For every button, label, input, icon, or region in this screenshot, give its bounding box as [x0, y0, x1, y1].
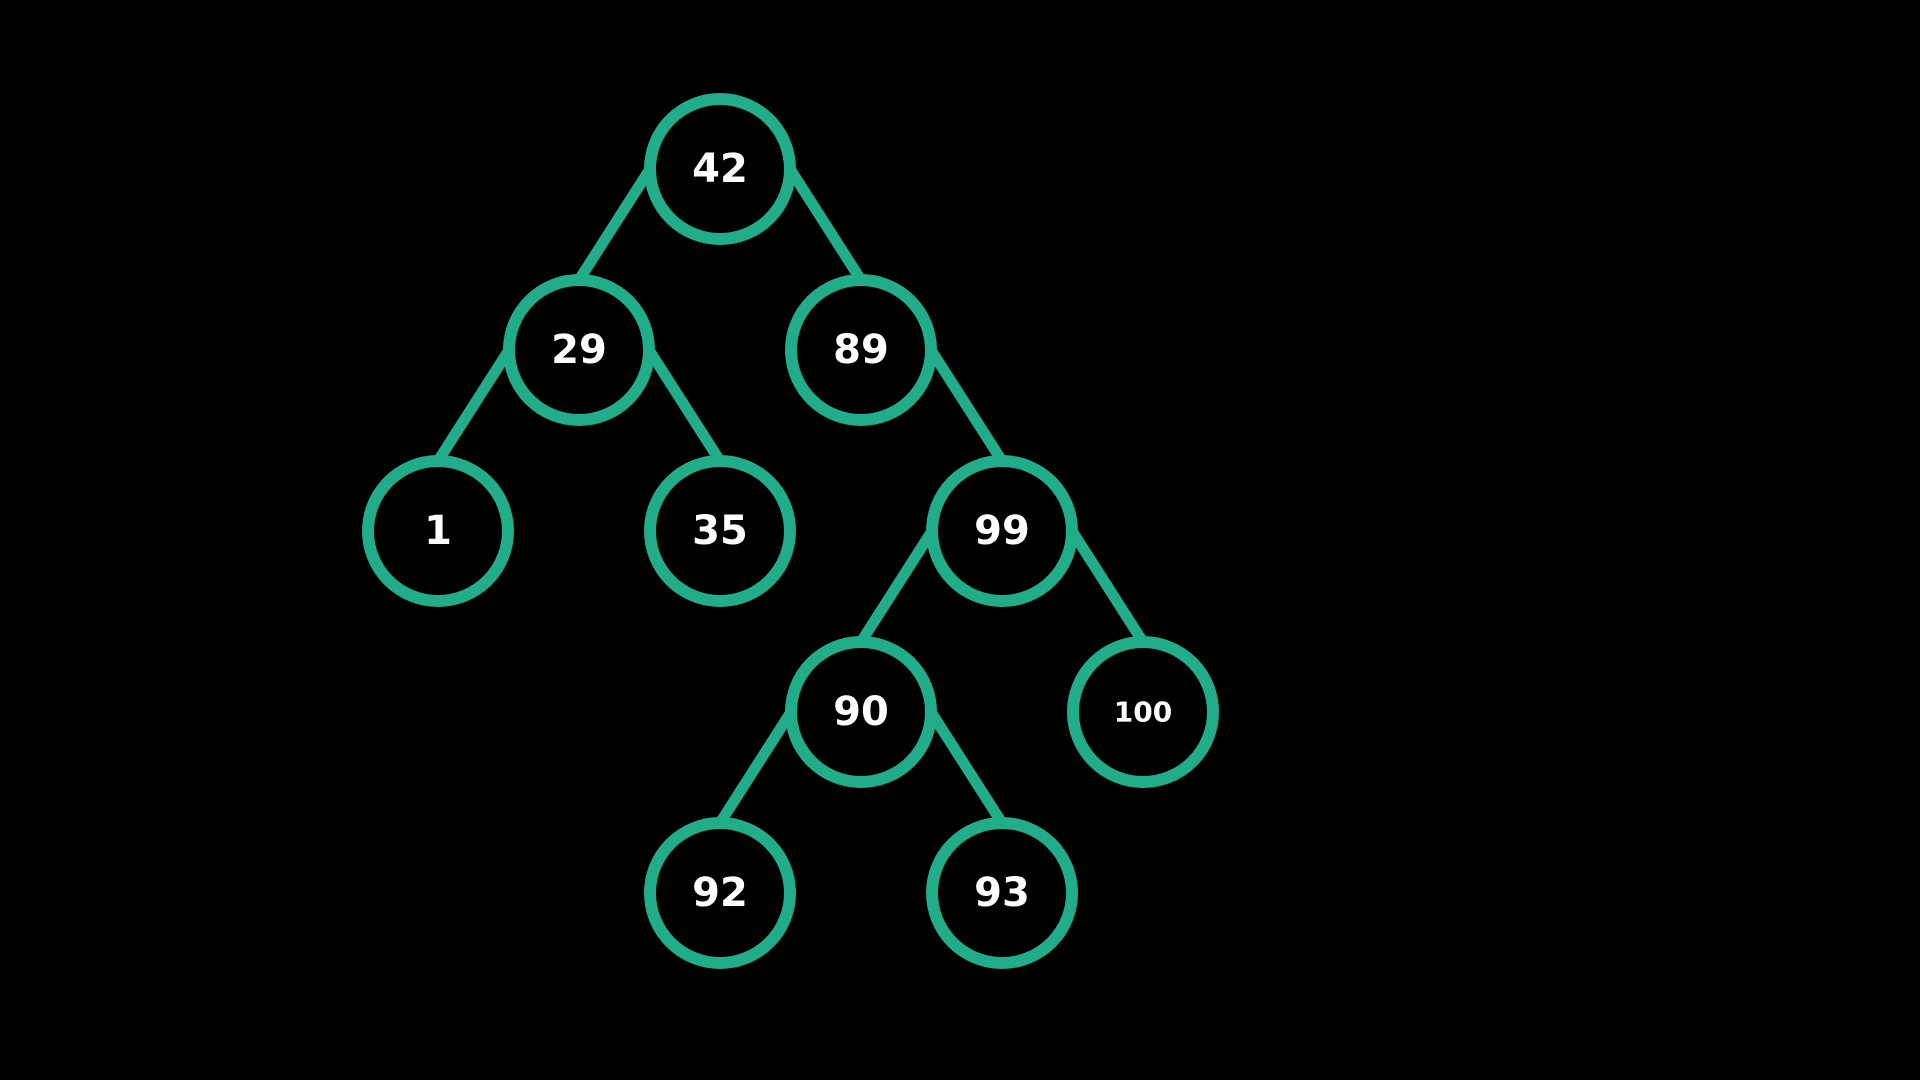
node-label: 92 — [692, 870, 748, 916]
tree-node-92: 92 — [644, 817, 796, 969]
node-circle — [644, 817, 796, 969]
node-label: 89 — [833, 327, 889, 373]
edge-29-to-35 — [644, 347, 725, 464]
tree-node-42: 42 — [644, 93, 796, 245]
tree-node-35: 35 — [644, 455, 796, 607]
node-label: 1 — [424, 508, 452, 554]
tree-node-90: 90 — [785, 636, 937, 788]
tree-node-100: 100 — [1067, 636, 1219, 788]
tree-node-93: 93 — [926, 817, 1078, 969]
node-circle — [785, 274, 937, 426]
edge-29-to-1 — [433, 347, 514, 464]
tree-node-29: 29 — [503, 274, 655, 426]
node-circle — [926, 817, 1078, 969]
node-label: 35 — [692, 508, 748, 554]
tree-node-99: 99 — [926, 455, 1078, 607]
node-label: 29 — [551, 327, 607, 373]
edge-89-to-99 — [926, 347, 1007, 464]
edge-42-to-89 — [785, 166, 866, 283]
edge-99-to-100 — [1067, 528, 1148, 645]
node-circle — [503, 274, 655, 426]
nodes-layer: 42 29 89 1 35 99 90 100 92 93 — [362, 93, 1219, 969]
node-label: 90 — [833, 689, 889, 735]
edge-90-to-92 — [715, 709, 796, 826]
node-label: 99 — [974, 508, 1030, 554]
node-label: 100 — [1114, 696, 1172, 729]
node-circle — [644, 455, 796, 607]
edge-90-to-93 — [926, 709, 1007, 826]
node-circle — [644, 93, 796, 245]
edge-42-to-29 — [574, 166, 655, 283]
node-label: 42 — [692, 146, 748, 192]
node-circle — [362, 455, 514, 607]
edge-99-to-90 — [856, 528, 937, 645]
tree-node-1: 1 — [362, 455, 514, 607]
node-circle — [926, 455, 1078, 607]
node-circle — [1067, 636, 1219, 788]
tree-node-89: 89 — [785, 274, 937, 426]
node-label: 93 — [974, 870, 1030, 916]
edges-layer — [433, 166, 1148, 826]
node-circle — [785, 636, 937, 788]
